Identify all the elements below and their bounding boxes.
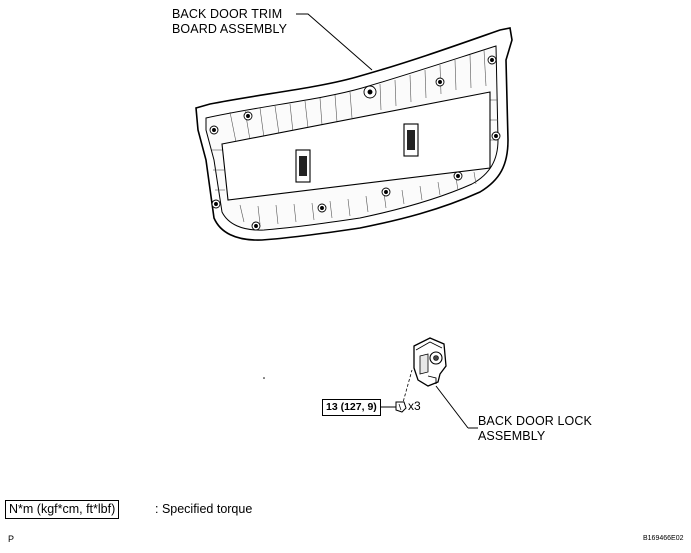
trim-board-leader-line — [296, 13, 373, 71]
lock-label-line1: BACK DOOR LOCK — [478, 414, 592, 428]
lock-label-line2: ASSEMBLY — [478, 429, 546, 443]
stray-dot — [263, 377, 265, 379]
figure-code: B169466E02 — [643, 535, 684, 542]
back-door-lock-drawing — [413, 337, 447, 387]
torque-spec-box: 13 (127, 9) — [322, 399, 381, 416]
trim-board-label: BACK DOOR TRIM BOARD ASSEMBLY — [172, 7, 287, 37]
bolt-icon — [395, 401, 407, 413]
footer-left-mark: P — [8, 534, 15, 544]
trim-board-label-line1: BACK DOOR TRIM — [172, 7, 283, 21]
lock-assembly-label: BACK DOOR LOCK ASSEMBLY — [478, 414, 592, 444]
torque-unit-legend-box: N*m (kgf*cm, ft*lbf) — [5, 500, 120, 519]
lock-leader-line — [435, 385, 478, 429]
trim-board-label-line2: BOARD ASSEMBLY — [172, 22, 288, 36]
bolt-alignment-line — [401, 369, 413, 407]
bolt-quantity-label: x3 — [408, 399, 421, 413]
back-door-trim-board-drawing — [195, 27, 513, 241]
torque-legend-description: : Specified torque — [155, 502, 253, 516]
